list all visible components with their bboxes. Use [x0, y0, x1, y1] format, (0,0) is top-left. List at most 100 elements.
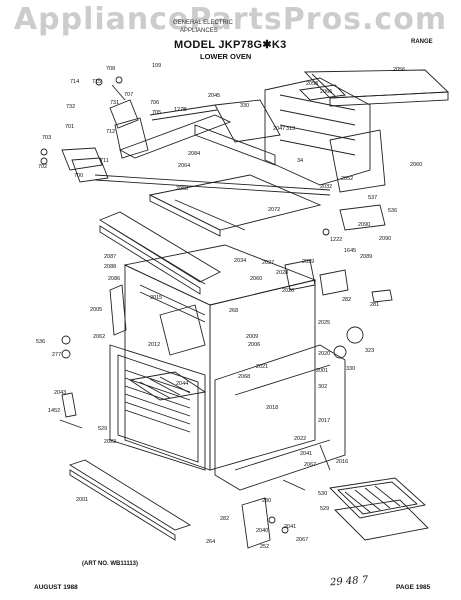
- callout: 2016: [336, 459, 348, 465]
- brand-line-1: GENERAL ELECTRIC: [173, 20, 233, 26]
- callout: 277: [52, 352, 61, 358]
- callout: 2026: [282, 288, 294, 294]
- callout: 2040: [256, 528, 268, 534]
- callout: 2088: [104, 264, 116, 270]
- callout: 109: [152, 63, 161, 69]
- callout: 2041: [284, 524, 296, 530]
- rear-top-panel: [303, 69, 450, 107]
- callout: 2012: [148, 342, 160, 348]
- callout: 2060: [250, 276, 262, 282]
- callout: 268: [229, 308, 238, 314]
- footer-date: AUGUST 1988: [34, 584, 78, 591]
- category-label: RANGE: [411, 39, 433, 45]
- footer-page: PAGE 1985: [396, 584, 431, 591]
- callout: 2025: [318, 320, 330, 326]
- right-side-panel: [214, 344, 346, 491]
- callout: 2047: [273, 126, 285, 132]
- callout: 2058: [306, 81, 318, 87]
- callout: 711: [100, 158, 109, 164]
- callout: 708: [106, 66, 115, 72]
- callout: 2090: [379, 236, 391, 242]
- art-number: (ART NO. WB11113): [82, 561, 139, 567]
- model-title: MODEL JKP78G✱K3: [174, 39, 287, 51]
- callout: 127B: [174, 107, 187, 113]
- broiler-pan: [329, 477, 429, 541]
- callout: 2027: [262, 260, 274, 266]
- callout: 2020: [318, 351, 330, 357]
- callout: 536: [388, 208, 397, 214]
- bottom-trim-strip: [68, 459, 192, 541]
- callout: 536: [36, 339, 45, 345]
- callout: 702: [38, 164, 47, 170]
- callout: 2001: [76, 497, 88, 503]
- callout: 2062: [93, 334, 105, 340]
- oven-cavity: [123, 244, 317, 471]
- callout: 1222: [330, 237, 342, 243]
- callout: 2052: [341, 176, 353, 182]
- callout: 2066: [320, 89, 332, 95]
- components-left: [59, 284, 127, 429]
- callout: 703: [42, 135, 51, 141]
- callout: 700: [74, 173, 83, 179]
- callout: 2090: [358, 222, 370, 228]
- callout: 2086: [108, 276, 120, 282]
- callout: 330: [346, 366, 355, 372]
- callout: 313: [286, 126, 295, 132]
- callout: 2044: [176, 381, 188, 387]
- callout: 715: [92, 79, 101, 85]
- callout: 330: [240, 103, 249, 109]
- door-latch-assembly: [40, 76, 218, 183]
- callout: 2022: [294, 436, 306, 442]
- callout: 2032: [320, 184, 332, 190]
- callout: 2067: [304, 462, 316, 468]
- callout: 714: [70, 79, 79, 85]
- watermark: AppliancePartsPros.com: [13, 2, 448, 37]
- callout: 282: [220, 516, 229, 522]
- oven-top-panel: [148, 174, 322, 237]
- callout: 2017: [318, 418, 330, 424]
- hinge-assembly: [241, 444, 331, 549]
- callout: 1645: [344, 248, 356, 254]
- callout: 705: [152, 110, 161, 116]
- callout: 2067: [296, 537, 308, 543]
- callout: 2005: [90, 307, 102, 313]
- callout: 701: [65, 124, 74, 130]
- callout: 282: [342, 297, 351, 303]
- subtitle: LOWER OVEN: [200, 52, 252, 61]
- callout: 2018: [266, 405, 278, 411]
- callout: 323: [365, 348, 374, 354]
- front-trim-rail: [99, 211, 221, 295]
- callout: 2023: [104, 439, 116, 445]
- callout: 2084: [188, 151, 200, 157]
- callout: 712: [106, 129, 115, 135]
- callout: 2015: [150, 295, 162, 301]
- callout: 2029: [302, 259, 314, 265]
- part-callouts: 708 109 714 715 707 706 705 732 731 127B…: [36, 63, 422, 550]
- callout: 530: [318, 491, 327, 497]
- callout: 34: [297, 158, 303, 164]
- brand-line-2: APPLIANCES: [180, 28, 218, 34]
- callout: 280: [262, 498, 271, 504]
- callout: 252: [260, 544, 269, 550]
- callout: 2028: [276, 270, 288, 276]
- callout: 281: [370, 302, 379, 308]
- callout: 264: [206, 539, 215, 545]
- callout: 732: [66, 104, 75, 110]
- callout: 2006: [248, 342, 260, 348]
- callout: 2001: [316, 368, 328, 374]
- callout: 537: [368, 195, 377, 201]
- top-frame-rails: [94, 99, 331, 196]
- callout: 707: [124, 92, 133, 98]
- callout: 2056: [393, 67, 405, 73]
- callout: 529: [98, 426, 107, 432]
- callout: 2089: [360, 254, 372, 260]
- callout: 2087: [104, 254, 116, 260]
- callout: 2058: [176, 186, 188, 192]
- callout: 529: [320, 506, 329, 512]
- callout: 2072: [268, 207, 280, 213]
- callout: 2060: [410, 162, 422, 168]
- callout: 2041: [300, 451, 312, 457]
- components-right: [284, 204, 393, 359]
